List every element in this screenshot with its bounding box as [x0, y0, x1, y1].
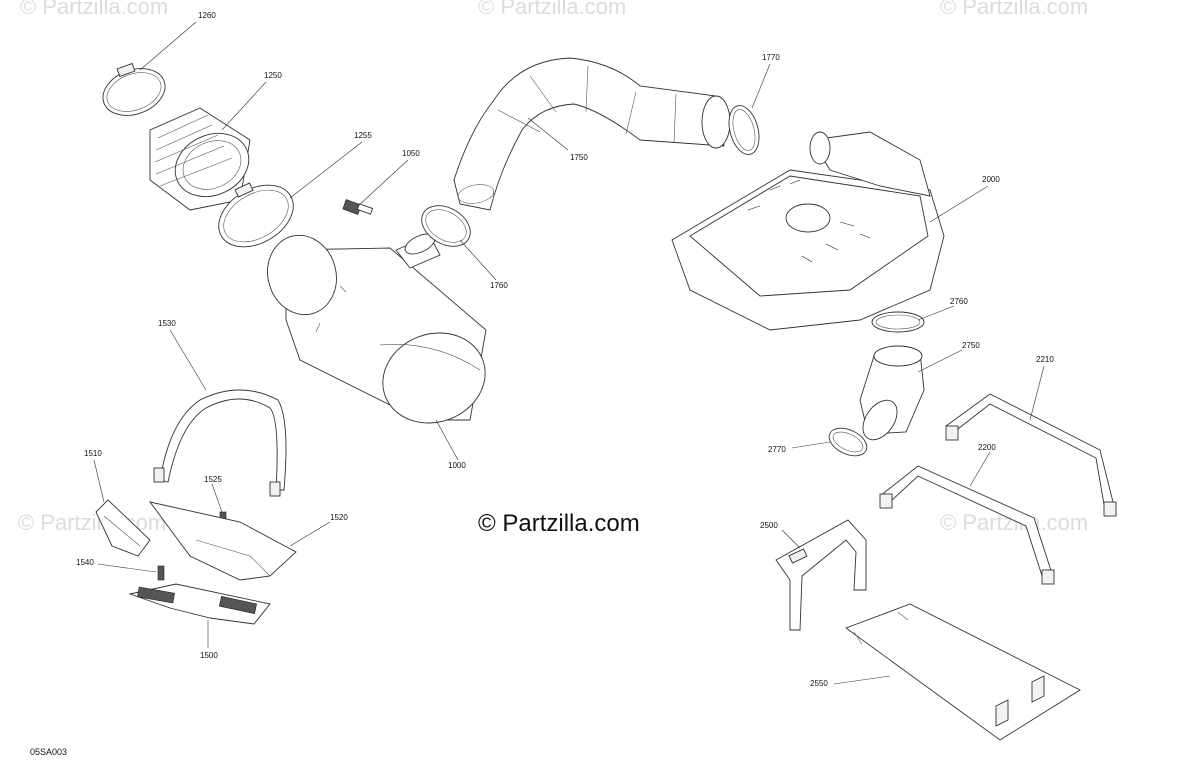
leader-lines [93, 21, 1045, 685]
callout-1510: 1510 [84, 449, 102, 458]
part-1770-clamp[interactable] [724, 102, 764, 158]
part-2550-skidplate[interactable] [845, 603, 1081, 741]
part-2760-clamp[interactable] [871, 311, 925, 333]
callout-2760: 2760 [950, 297, 968, 306]
part-1250-coupler[interactable] [149, 107, 259, 211]
callout-labels: 1260 1250 1255 1050 1750 1770 1760 2000 … [76, 11, 1054, 688]
callout-1250: 1250 [264, 71, 282, 80]
part-2000-airbox[interactable] [671, 131, 945, 331]
callout-1050: 1050 [402, 149, 420, 158]
callout-1770: 1770 [762, 53, 780, 62]
watermark-top-right: © Partzilla.com [940, 0, 1088, 19]
part-1260-clamp[interactable] [96, 60, 171, 123]
part-2200-strap[interactable] [879, 465, 1055, 585]
part-1255-clamp[interactable] [208, 173, 304, 260]
callout-2500: 2500 [760, 521, 778, 530]
callout-1750: 1750 [570, 153, 588, 162]
watermark-layer: © Partzilla.com © Partzilla.com © Partzi… [18, 0, 1088, 535]
part-1510-bracket[interactable] [95, 499, 151, 557]
part-2210-strap[interactable] [945, 393, 1117, 517]
watermark-top-left: © Partzilla.com [20, 0, 168, 19]
callout-2550: 2550 [810, 679, 828, 688]
part-1760-clamp[interactable] [414, 197, 477, 254]
callout-1530: 1530 [158, 319, 176, 328]
part-2750-elbow[interactable] [856, 345, 925, 446]
part-1500-bracket[interactable] [128, 583, 271, 625]
diagram-code: 05SA003 [30, 747, 67, 757]
callout-1255: 1255 [354, 131, 372, 140]
callout-1540: 1540 [76, 558, 94, 567]
part-2500-bracket[interactable] [775, 519, 867, 631]
part-1520-heatshield[interactable] [148, 501, 297, 581]
center-copyright-mark: © Partzilla.com [478, 510, 640, 537]
callout-1260: 1260 [198, 11, 216, 20]
part-1750-pipe[interactable] [453, 57, 731, 211]
callout-1520: 1520 [330, 513, 348, 522]
callout-2770: 2770 [768, 445, 786, 454]
watermark-top-center: © Partzilla.com [478, 0, 626, 19]
callout-1525: 1525 [204, 475, 222, 484]
callout-1000: 1000 [448, 461, 466, 470]
watermark-mid-left: © Partzilla.com [18, 510, 166, 535]
part-1050-sensor[interactable] [342, 199, 374, 215]
part-1540-bolt[interactable] [157, 565, 165, 581]
part-1530-strap[interactable] [153, 389, 287, 497]
callout-2750: 2750 [962, 341, 980, 350]
callout-1760: 1760 [490, 281, 508, 290]
part-1000-muffler[interactable] [259, 228, 498, 438]
callout-2000: 2000 [982, 175, 1000, 184]
callout-2210: 2210 [1036, 355, 1054, 364]
part-2770-clamp[interactable] [825, 423, 871, 462]
callout-1500: 1500 [200, 651, 218, 660]
callout-2200: 2200 [978, 443, 996, 452]
